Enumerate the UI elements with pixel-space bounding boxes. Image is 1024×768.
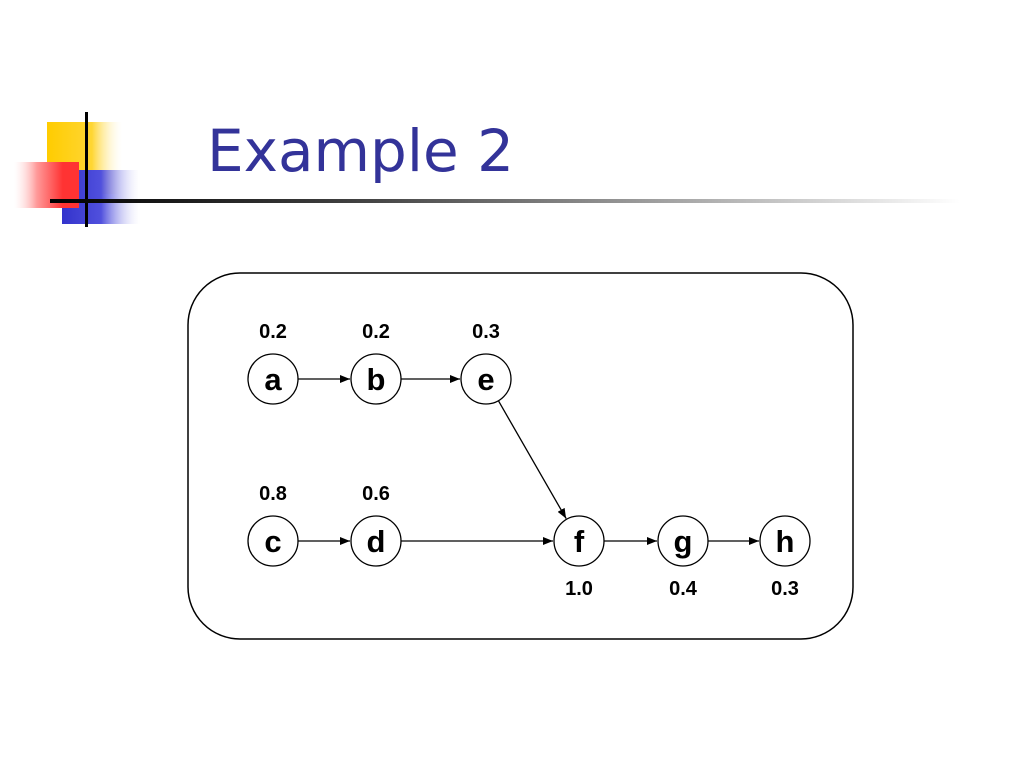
node-label-a: a bbox=[264, 362, 282, 397]
decor-vertical-bar bbox=[85, 112, 88, 227]
node-b: b 0.2 bbox=[350, 321, 402, 405]
node-e: e 0.3 bbox=[460, 321, 512, 405]
node-value-g: 0.4 bbox=[669, 578, 698, 600]
title-decoration bbox=[14, 112, 960, 227]
node-value-e: 0.3 bbox=[472, 321, 500, 343]
node-label-e: e bbox=[477, 362, 494, 397]
node-f: f 1.0 bbox=[553, 515, 605, 600]
node-circle-g bbox=[657, 515, 709, 567]
node-circle-b bbox=[350, 353, 402, 405]
node-label-f: f bbox=[574, 524, 585, 559]
node-value-a: 0.2 bbox=[259, 321, 287, 343]
node-h: h 0.3 bbox=[759, 515, 811, 600]
node-circle-h bbox=[759, 515, 811, 567]
node-circle-c bbox=[247, 515, 299, 567]
diagram-frame bbox=[187, 272, 854, 640]
node-circle-f bbox=[553, 515, 605, 567]
node-g: g 0.4 bbox=[657, 515, 709, 600]
node-value-h: 0.3 bbox=[771, 578, 799, 600]
node-label-c: c bbox=[264, 524, 281, 559]
node-value-d: 0.6 bbox=[362, 483, 390, 505]
node-circle-a bbox=[247, 353, 299, 405]
node-value-c: 0.8 bbox=[259, 483, 287, 505]
node-value-b: 0.2 bbox=[362, 321, 390, 343]
node-label-d: d bbox=[367, 524, 386, 559]
node-circle-d bbox=[350, 515, 402, 567]
node-label-h: h bbox=[776, 524, 795, 559]
node-value-f: 1.0 bbox=[565, 578, 593, 600]
node-d: d 0.6 bbox=[350, 483, 402, 567]
edge-layer bbox=[298, 375, 759, 545]
node-circle-e bbox=[460, 353, 512, 405]
slide-title: Example 2 bbox=[207, 117, 514, 185]
node-c: c 0.8 bbox=[247, 483, 299, 567]
edge-e-f bbox=[497, 400, 567, 519]
node-label-b: b bbox=[367, 362, 386, 397]
title-underline bbox=[50, 199, 960, 203]
node-label-g: g bbox=[674, 524, 693, 559]
node-a: a 0.2 bbox=[247, 321, 299, 405]
node-layer: a 0.2 b 0.2 e 0.3 c 0.8 d 0.6 f 1.0 g 0.4 h 0.3 bbox=[247, 321, 811, 600]
